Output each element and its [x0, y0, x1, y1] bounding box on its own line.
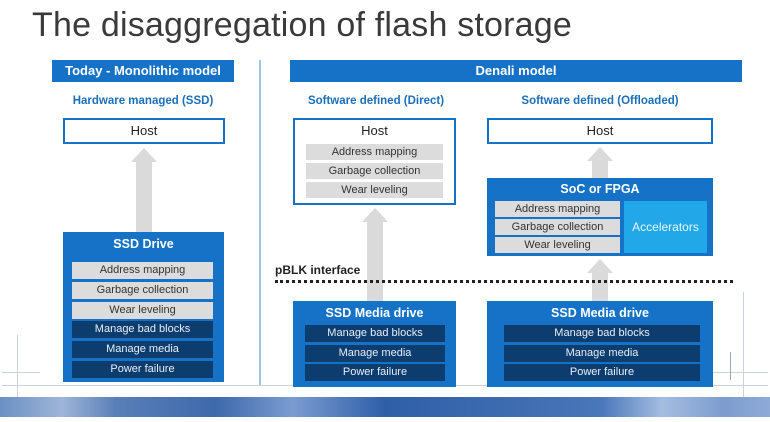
soc-row-wear-leveling: Wear leveling: [495, 237, 620, 253]
ssd-drive-box: SSD Drive Address mapping Garbage collec…: [63, 232, 224, 382]
host-row-garbage-collection: Garbage collection: [306, 163, 443, 179]
direct-row-power-failure: Power failure: [305, 364, 445, 381]
host-row-wear-leveling: Wear leveling: [306, 182, 443, 198]
media-drive-offloaded-title: SSD Media drive: [551, 306, 649, 320]
offloaded-row-power-failure: Power failure: [504, 364, 700, 381]
arrow-up-icon: [131, 148, 157, 162]
ssd-media-drive-offloaded: SSD Media drive Manage bad blocks Manage…: [487, 301, 713, 387]
ssd-media-drive-direct: SSD Media drive Manage bad blocks Manage…: [293, 301, 456, 387]
decorative-tick-right: [730, 352, 731, 380]
media-drive-direct-title: SSD Media drive: [325, 306, 424, 320]
arrow-shaft: [367, 222, 383, 302]
offloaded-row-manage-bad-blocks: Manage bad blocks: [504, 325, 700, 342]
offloaded-row-manage-media: Manage media: [504, 345, 700, 362]
pblk-interface-label: pBLK interface: [275, 263, 361, 277]
monolithic-model-header: Today - Monolithic model: [52, 60, 234, 82]
decorative-banner-image: [0, 397, 770, 417]
ssd-row-address-mapping: Address mapping: [72, 262, 213, 279]
denali-model-header: Denali model: [290, 60, 742, 82]
ssd-row-power-failure: Power failure: [72, 361, 213, 378]
accelerators-block: Accelerators: [624, 201, 707, 253]
decorative-vline-right: [743, 292, 744, 417]
decorative-hline-left: [2, 372, 40, 373]
decorative-vline-left: [17, 335, 18, 415]
arrow-shaft: [592, 273, 608, 302]
decorative-hline-right: [712, 372, 768, 373]
hardware-managed-subtitle: Hardware managed (SSD): [72, 95, 214, 107]
slide-title: The disaggregation of flash storage: [32, 6, 573, 44]
arrow-up-icon: [362, 208, 388, 222]
software-defined-direct-subtitle: Software defined (Direct): [307, 95, 445, 107]
soc-fpga-title: SoC or FPGA: [560, 182, 640, 196]
software-defined-offloaded-subtitle: Software defined (Offloaded): [521, 95, 679, 107]
section-divider: [259, 60, 261, 385]
arrow-shaft: [136, 162, 152, 232]
direct-row-manage-bad-blocks: Manage bad blocks: [305, 325, 445, 342]
arrow-up-icon: [587, 259, 613, 273]
arrow-shaft: [592, 161, 608, 179]
ssd-row-manage-bad-blocks: Manage bad blocks: [72, 321, 213, 338]
host-box-monolithic: Host: [63, 118, 225, 144]
soc-row-address-mapping: Address mapping: [495, 201, 620, 217]
host-direct-label: Host: [361, 123, 388, 138]
ssd-drive-title: SSD Drive: [113, 237, 174, 251]
ssd-row-garbage-collection: Garbage collection: [72, 282, 213, 299]
ssd-row-manage-media: Manage media: [72, 341, 213, 358]
soc-row-garbage-collection: Garbage collection: [495, 219, 620, 235]
arrow-up-icon: [587, 147, 613, 161]
host-box-direct: Host Address mapping Garbage collection …: [293, 118, 456, 205]
ssd-row-wear-leveling: Wear leveling: [72, 302, 213, 319]
host-row-address-mapping: Address mapping: [306, 144, 443, 160]
pblk-interface-line: [275, 280, 733, 283]
soc-fpga-box: SoC or FPGA Address mapping Garbage coll…: [487, 178, 713, 256]
direct-row-manage-media: Manage media: [305, 345, 445, 362]
host-box-offloaded: Host: [487, 118, 713, 144]
